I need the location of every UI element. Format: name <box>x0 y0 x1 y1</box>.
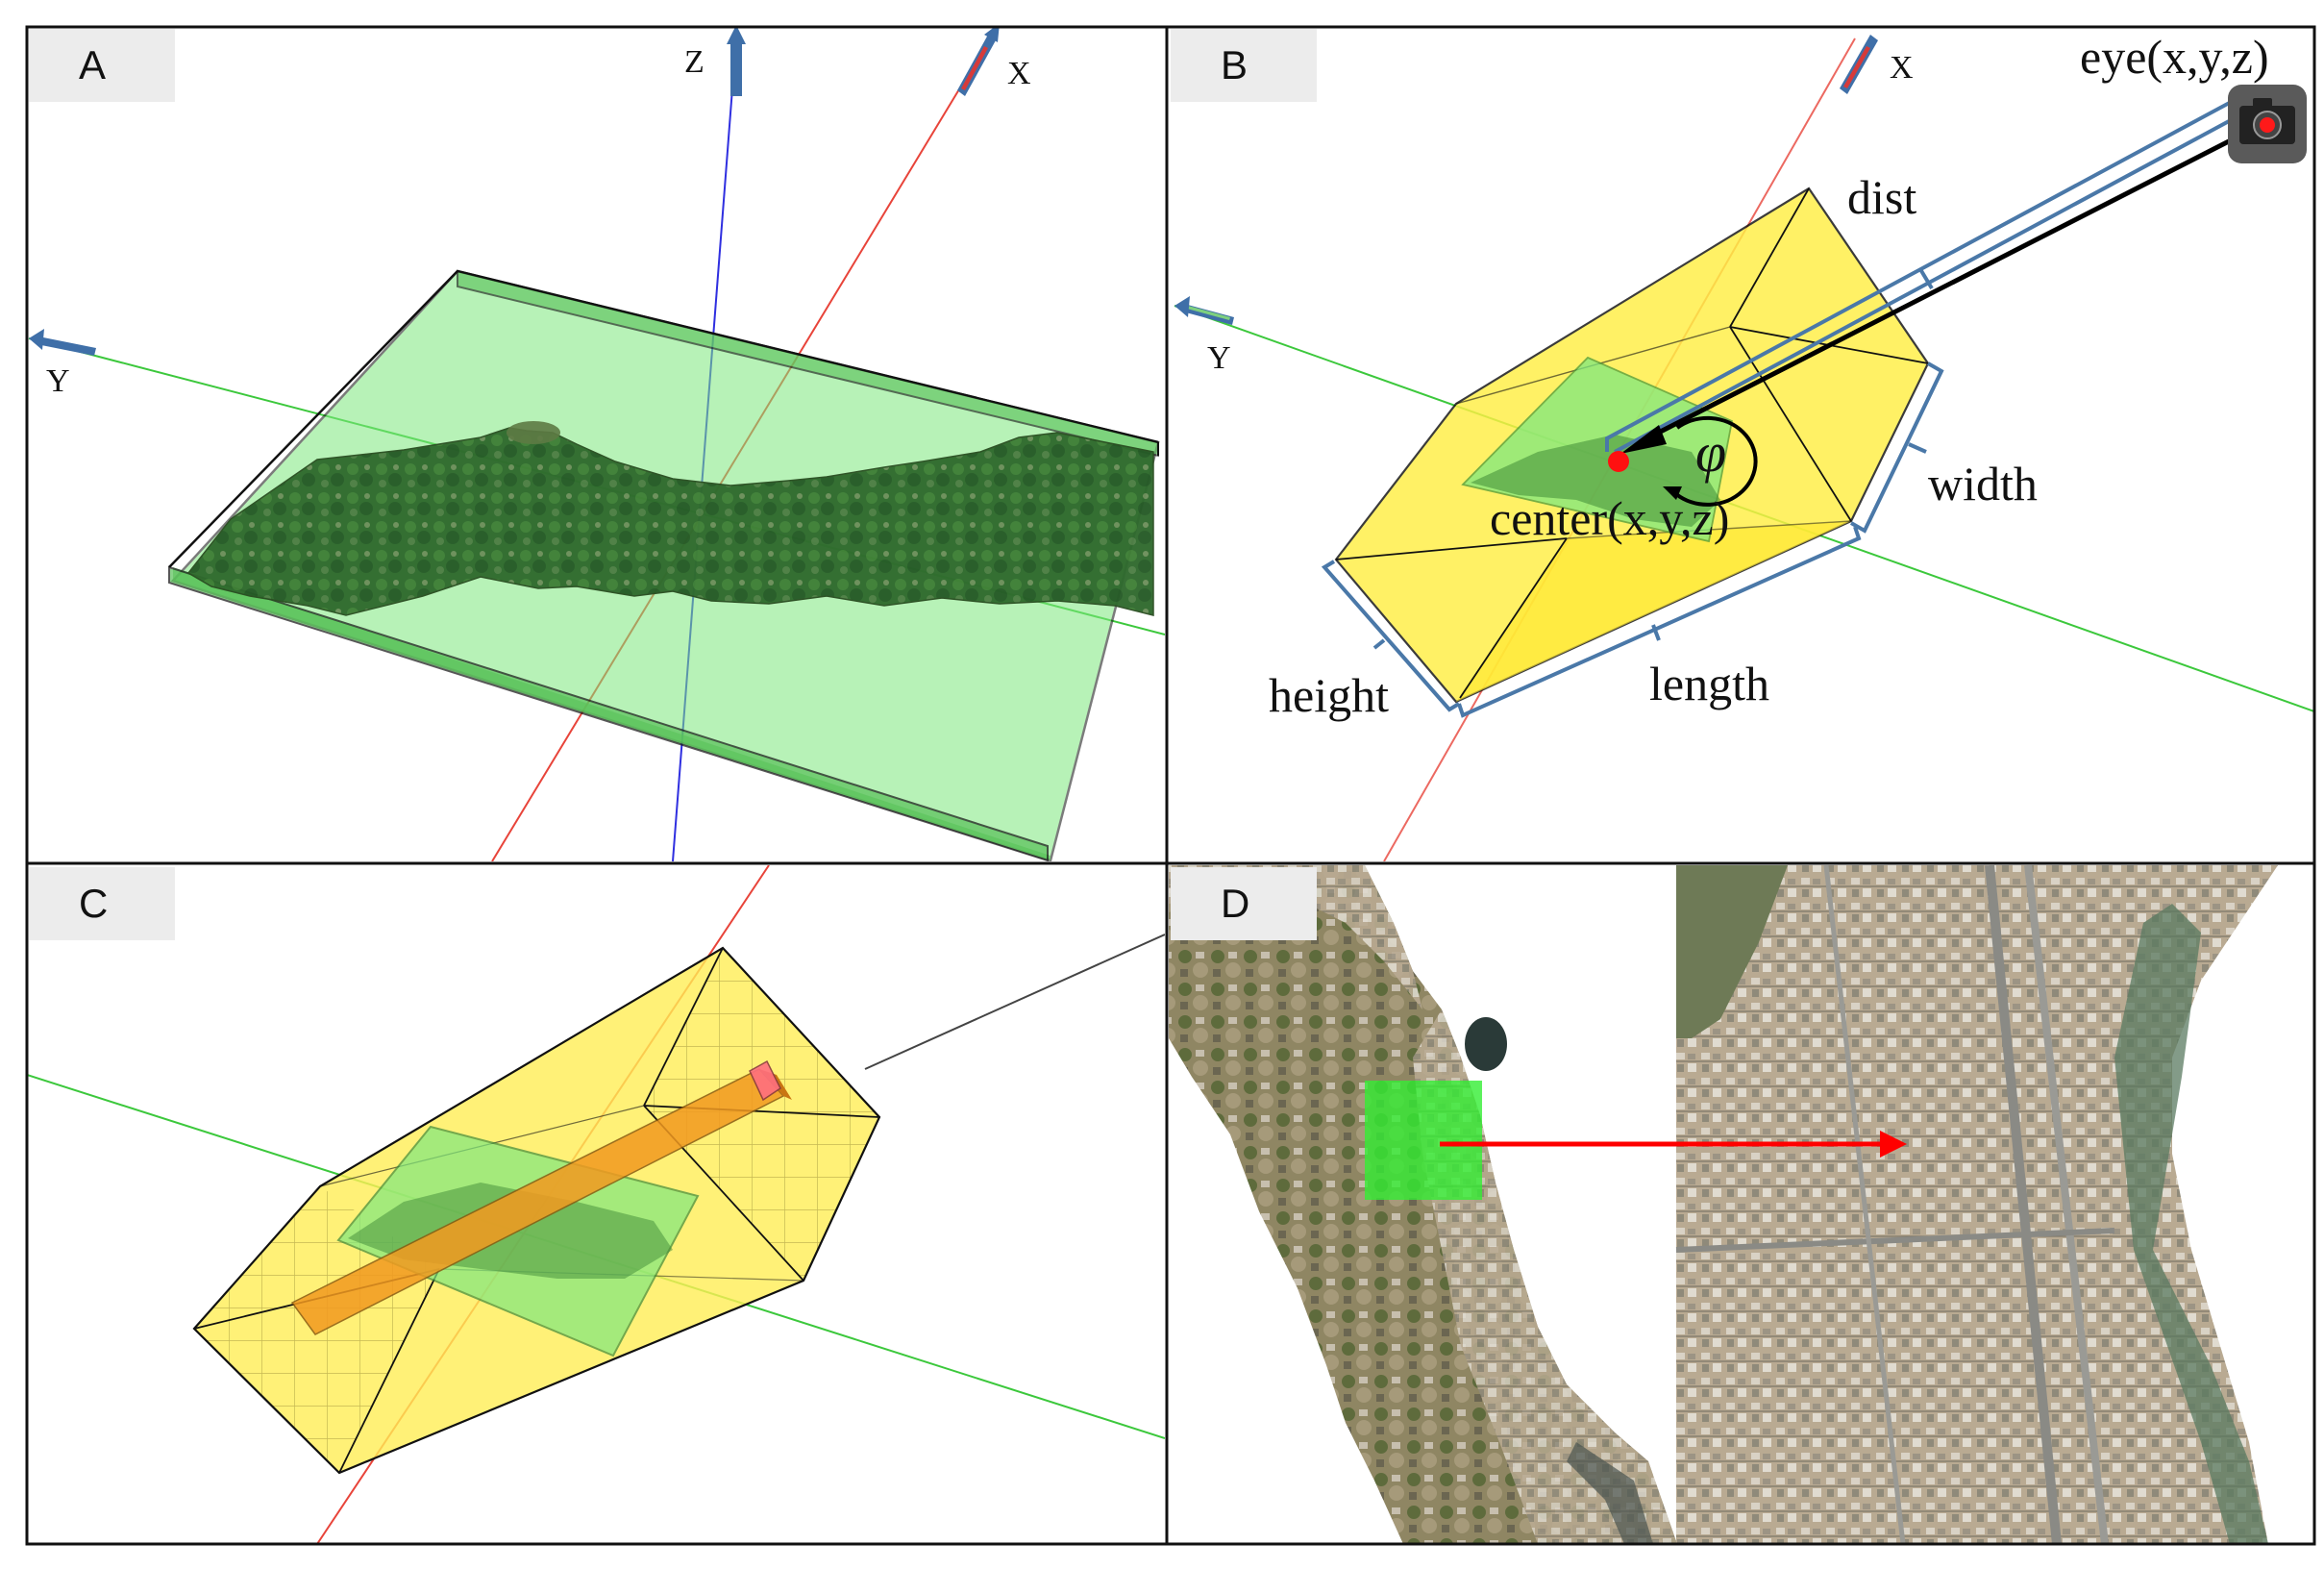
panel-d <box>1169 865 2314 1544</box>
center-point <box>1608 451 1629 472</box>
panel-b-tag: B <box>1171 29 1317 102</box>
panel-c-tag: C <box>29 867 175 940</box>
dist-label: dist <box>1847 170 1917 224</box>
sea-channel <box>1567 1442 1653 1544</box>
axis-x-arrow-b <box>1840 35 1878 94</box>
axis-x-label-b: X <box>1890 50 1914 86</box>
width-bracket <box>1850 361 1944 534</box>
height-bracket <box>1321 560 1461 712</box>
length-label: length <box>1649 657 1769 710</box>
axis-y-arrow-b <box>1174 296 1234 325</box>
width-label: width <box>1928 457 2038 511</box>
view-direction-arrow <box>1620 118 2270 454</box>
zoom-arrow <box>1440 1131 1907 1158</box>
axis-x-arrow <box>957 27 1000 96</box>
center-label: center(x,y,z) <box>1490 491 1730 545</box>
axis-y-label-b: Y <box>1207 340 1231 376</box>
axis-y-arrow <box>29 329 96 356</box>
axis-z-label: Z <box>684 44 705 80</box>
axis-x-label: X <box>1007 56 1031 91</box>
panel-a <box>28 27 1165 861</box>
ray-beam <box>290 1059 792 1335</box>
panel-a-tag: A <box>29 29 175 102</box>
selected-region <box>1365 1081 1482 1200</box>
phi-angle-arc <box>1674 415 1758 507</box>
height-label: height <box>1269 668 1389 722</box>
axis-y-label: Y <box>46 363 70 399</box>
panel-b <box>1174 35 2314 861</box>
panel-frames <box>25 25 2316 1546</box>
eye-label: eye(x,y,z) <box>2080 30 2269 84</box>
axis-z-arrow <box>727 27 746 96</box>
leader-line <box>864 934 1165 1070</box>
length-bracket <box>1457 526 1862 718</box>
phi-label: φ <box>1695 421 1727 484</box>
camera-icon <box>2228 85 2307 163</box>
panel-c <box>27 865 1165 1544</box>
panel-d-tag: D <box>1171 867 1317 940</box>
